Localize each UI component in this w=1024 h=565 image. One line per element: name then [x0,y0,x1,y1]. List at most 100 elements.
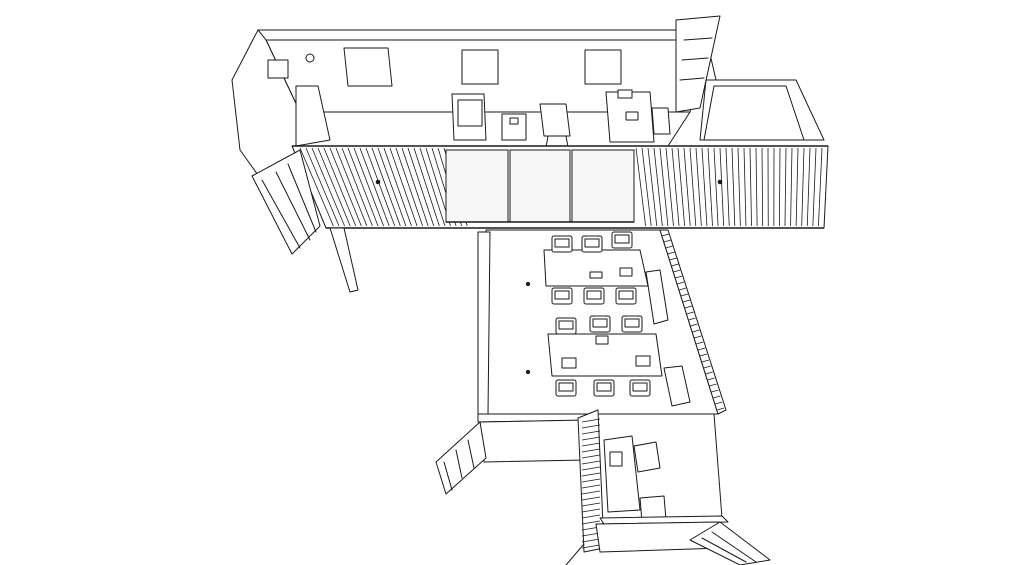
corrugation-rib [581,424,601,429]
side-table [501,113,527,141]
corrugation-rib [818,147,823,227]
corrugation-rib [353,147,384,227]
corrugation-rib [581,514,601,519]
ladder-rung [683,37,713,41]
floor-outlet [525,369,531,375]
corrugation-rib [581,448,601,453]
corrugation-rib [653,147,663,227]
wall-bolt [375,179,381,185]
back-wall-top-rim [257,29,707,41]
corrugation-rib [684,305,692,309]
office-chair-upper [539,103,571,137]
corrugation-rib [701,147,708,227]
corrugation-rib [677,147,686,227]
corrugation-rib [383,147,412,227]
lower-chair [633,441,661,473]
corrugation-rib [673,269,681,273]
corrugation-rib [701,359,710,363]
corrugation-rib [329,147,362,227]
corrugation-rib [680,293,689,297]
corrugation-rib [697,347,706,351]
central-container-wing [477,229,727,415]
corrugation-rib [317,147,351,227]
corrugation-rib [696,341,704,345]
corrugation-rib [695,147,702,227]
corrugation-rib [669,257,677,261]
corrugation-rib [581,484,601,489]
chair-seat [618,290,634,300]
corrugation-rib [413,147,440,227]
corrugation-rib [683,147,691,227]
corrugation-rib [581,430,601,435]
table-laptop-icon [561,357,577,369]
corrugation-rib [581,544,601,549]
door-bar [701,537,747,563]
corrugation-rib [688,317,696,321]
corrugation-rib [725,147,730,227]
chair-seat [584,238,600,248]
corrugation-rib [581,466,601,471]
chair-seat [632,382,648,392]
corrugation-rib [389,147,418,227]
corrugation-rib [677,281,685,285]
corrugation-rib [401,147,429,227]
corrugation-rib [359,147,390,227]
wall-panel [645,269,669,325]
corrugation-rib [581,460,601,465]
table-laptop-icon [619,267,633,277]
corrugation-rib [709,383,717,387]
corrugation-rib [686,311,694,315]
corrugation-rib [671,147,680,227]
desk-chair [651,107,671,135]
corrugation-rib [713,395,721,399]
corrugation-rib [795,147,799,227]
corrugation-rib [749,147,752,227]
corrugation-rib [419,147,446,227]
meeting-table-1 [543,249,649,287]
ladder-rung [679,77,705,81]
wall-frame [663,365,691,407]
meeting-chairs [551,231,651,397]
central-left-wall [477,231,491,415]
corrugation-rib [581,442,601,447]
corrugation-rib [761,147,764,227]
corrugation-rib [703,365,711,369]
corrugation-rib [812,147,817,227]
glass-panel-2 [509,149,571,223]
door-bar [275,171,311,241]
lower-hanging-door [329,227,359,293]
lower-container-wing [435,409,771,565]
corrugation-rib [755,147,758,227]
back-window-right [584,49,622,85]
desk-laptop-icon [625,111,639,121]
right-end-opening [703,85,805,141]
chair-seat [554,290,570,300]
corrugation-rib [581,490,601,495]
back-window-left [461,49,499,85]
corrugation-rib [692,329,700,333]
corrugation-rib [335,147,368,227]
door-bar [455,449,463,479]
lower-wall-ribs [581,418,601,549]
corrugation-rib [311,147,345,227]
wall-board [343,47,393,87]
corrugation-rib [784,147,787,227]
door-bar [261,179,301,249]
corrugation-rib [299,147,334,227]
corrugation-rib [675,275,683,279]
corrugation-rib [790,147,793,227]
corrugation-rib [581,502,601,507]
lounge-chair-seat [457,99,483,127]
corrugation-rib [743,147,747,227]
chair-seat [596,382,612,392]
corrugation-rib [737,147,741,227]
corrugation-rib [323,147,357,227]
lower-left-door-edge [565,543,585,565]
corrugation-rib [694,335,702,339]
corrugation-rib [581,472,601,477]
corrugation-rib [581,454,601,459]
glass-panel-1 [445,149,509,223]
corrugation-rib [661,233,670,237]
corrugation-rib [659,147,669,227]
